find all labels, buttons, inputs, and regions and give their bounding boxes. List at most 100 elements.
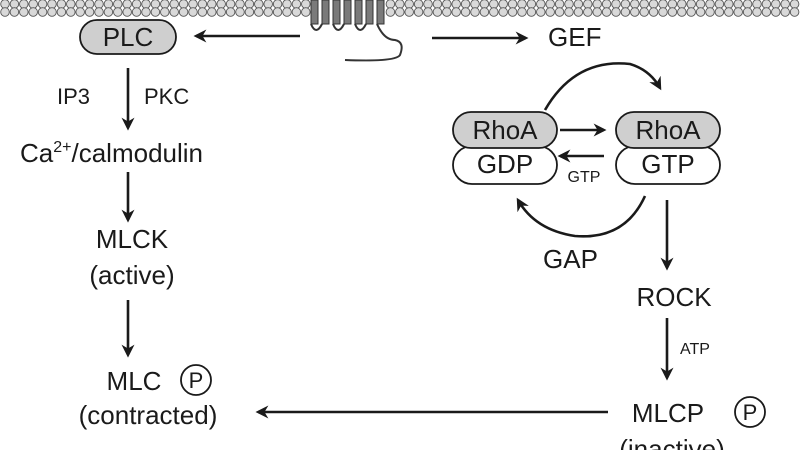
cell-membrane xyxy=(0,0,800,17)
pkc-label: PKC xyxy=(144,84,189,109)
mlc-state-label: (contracted) xyxy=(79,400,218,430)
membrane-bead xyxy=(9,7,20,17)
membrane-bead xyxy=(197,0,208,9)
membrane-bead xyxy=(131,7,142,17)
membrane-bead xyxy=(489,0,499,9)
membrane-bead xyxy=(84,0,95,9)
membrane-bead xyxy=(780,0,790,9)
membrane-bead xyxy=(395,7,405,17)
membrane-bead xyxy=(517,0,527,9)
membrane-bead xyxy=(272,7,283,17)
membrane-bead xyxy=(451,0,461,9)
membrane-bead xyxy=(178,0,189,9)
membrane-bead xyxy=(432,7,443,17)
membrane-bead xyxy=(564,0,574,9)
atp-label: ATP xyxy=(680,341,710,358)
membrane-bead xyxy=(301,7,311,17)
membrane-bead xyxy=(291,7,302,17)
gef-label: GEF xyxy=(548,22,601,52)
membrane-bead xyxy=(0,0,10,9)
rhoa-right-label: RhoA xyxy=(635,115,701,145)
membrane-bead xyxy=(150,7,161,17)
membrane-bead xyxy=(771,0,781,9)
mlcp-state-label: (inactive) xyxy=(619,434,724,450)
mlc-label: MLC xyxy=(107,366,162,396)
membrane-bead xyxy=(178,7,189,17)
membrane-bead xyxy=(37,0,48,9)
membrane-bead xyxy=(526,7,537,17)
membrane-bead xyxy=(66,7,76,17)
ip3-label: IP3 xyxy=(57,84,90,109)
membrane-bead xyxy=(545,0,555,9)
membrane-bead xyxy=(639,0,649,9)
membrane-bead xyxy=(385,7,396,17)
arrow-gap-cycle xyxy=(516,195,647,238)
membrane-bead xyxy=(28,7,38,17)
membrane-bead xyxy=(479,7,490,17)
membrane-bead xyxy=(28,0,38,9)
membrane-bead xyxy=(160,7,170,17)
membrane-bead xyxy=(103,0,114,9)
membrane-bead xyxy=(573,0,584,9)
membrane-bead xyxy=(545,7,555,17)
membrane-bead xyxy=(282,7,292,17)
membrane-bead xyxy=(56,0,67,9)
membrane-bead xyxy=(169,7,179,17)
membrane-bead xyxy=(207,7,217,17)
membrane-bead xyxy=(507,7,518,17)
membrane-bead xyxy=(470,0,480,9)
membrane-bead xyxy=(0,7,10,17)
membrane-bead xyxy=(752,0,762,9)
membrane-bead xyxy=(611,0,621,9)
membrane-bead xyxy=(216,0,226,9)
mlcp-label: MLCP xyxy=(632,398,704,428)
membrane-bead xyxy=(648,0,659,9)
mlck-state-label: (active) xyxy=(89,260,174,290)
membrane-bead xyxy=(9,0,20,9)
membrane-bead xyxy=(254,0,264,9)
mlc-phosphate-icon xyxy=(180,364,212,396)
membrane-bead xyxy=(733,7,743,17)
mlcp-phosphate-label: P xyxy=(743,400,758,425)
membrane-bead xyxy=(404,0,414,9)
membrane-bead xyxy=(263,7,273,17)
gap-label: GAP xyxy=(543,244,598,274)
membrane-bead xyxy=(583,0,593,9)
membrane-bead xyxy=(460,0,471,9)
membrane-bead xyxy=(395,0,405,9)
membrane-bead xyxy=(705,7,715,17)
rhoa-right-pill xyxy=(615,111,721,149)
membrane-bead xyxy=(742,0,753,9)
gtp-exchange-label: GTP xyxy=(568,169,601,186)
membrane-bead xyxy=(432,0,443,9)
membrane-bead xyxy=(442,0,452,9)
membrane-bead xyxy=(470,7,480,17)
membrane-bead xyxy=(413,7,424,17)
membrane-bead xyxy=(536,7,546,17)
plc-pill xyxy=(79,19,177,55)
rhoa-left-label: RhoA xyxy=(472,115,538,145)
membrane-bead xyxy=(498,7,508,17)
gdp-label: GDP xyxy=(477,149,533,179)
membrane-bead xyxy=(122,0,132,9)
membrane-bead xyxy=(630,0,640,9)
membrane-bead xyxy=(47,0,57,9)
membrane-bead xyxy=(160,0,170,9)
membrane-bead xyxy=(66,0,76,9)
membrane-bead xyxy=(385,0,396,9)
rock-label: ROCK xyxy=(636,282,712,312)
membrane-bead xyxy=(592,7,602,17)
membrane-bead xyxy=(761,7,772,17)
membrane-bead xyxy=(667,0,678,9)
membrane-bead xyxy=(639,7,649,17)
membrane-bead xyxy=(94,0,104,9)
membrane-bead xyxy=(789,0,800,9)
membrane-bead xyxy=(620,0,631,9)
plc-label: PLC xyxy=(103,22,154,52)
membrane-bead xyxy=(442,7,452,17)
membrane-bead xyxy=(272,0,283,9)
membrane-bead xyxy=(47,7,57,17)
membrane-bead xyxy=(423,7,433,17)
